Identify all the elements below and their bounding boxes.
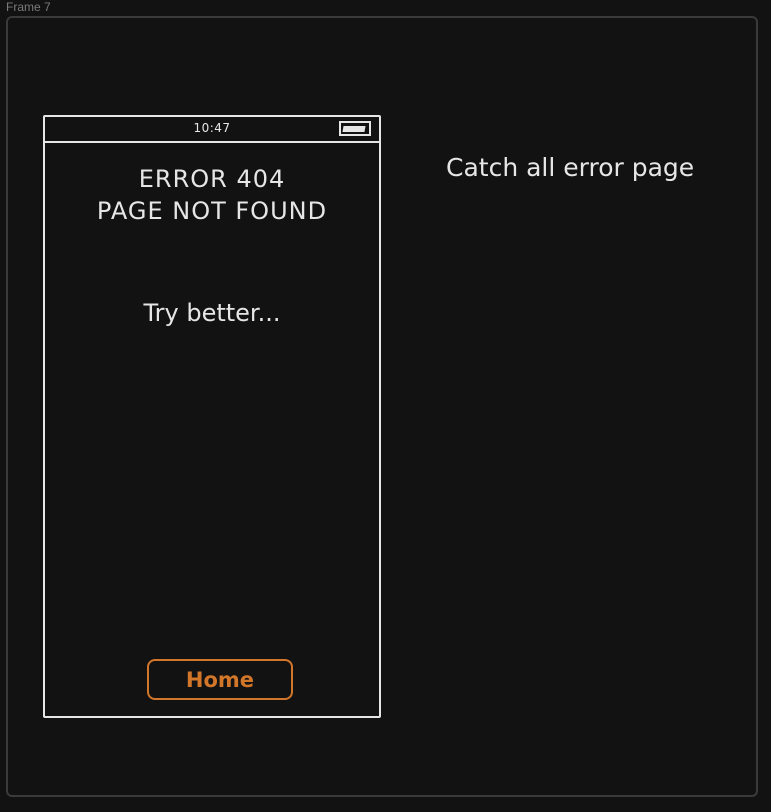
error-message: Try better...	[143, 299, 281, 327]
battery-fill	[342, 126, 366, 132]
phone-mockup: 10:47 ERROR 404 PAGE NOT FOUND Try bette…	[43, 115, 381, 718]
error-title-line2: PAGE NOT FOUND	[96, 197, 328, 225]
page-note: Catch all error page	[446, 153, 695, 182]
status-time: 10:47	[193, 121, 231, 135]
home-button[interactable]: Home	[147, 659, 293, 700]
error-title: ERROR 404 PAGE NOT FOUND	[45, 163, 379, 227]
status-bar: 10:47	[45, 117, 379, 143]
battery-icon	[339, 121, 371, 136]
error-title-line1: ERROR 404	[138, 165, 286, 193]
frame-label: Frame 7	[6, 0, 51, 14]
frame-canvas	[6, 16, 758, 797]
